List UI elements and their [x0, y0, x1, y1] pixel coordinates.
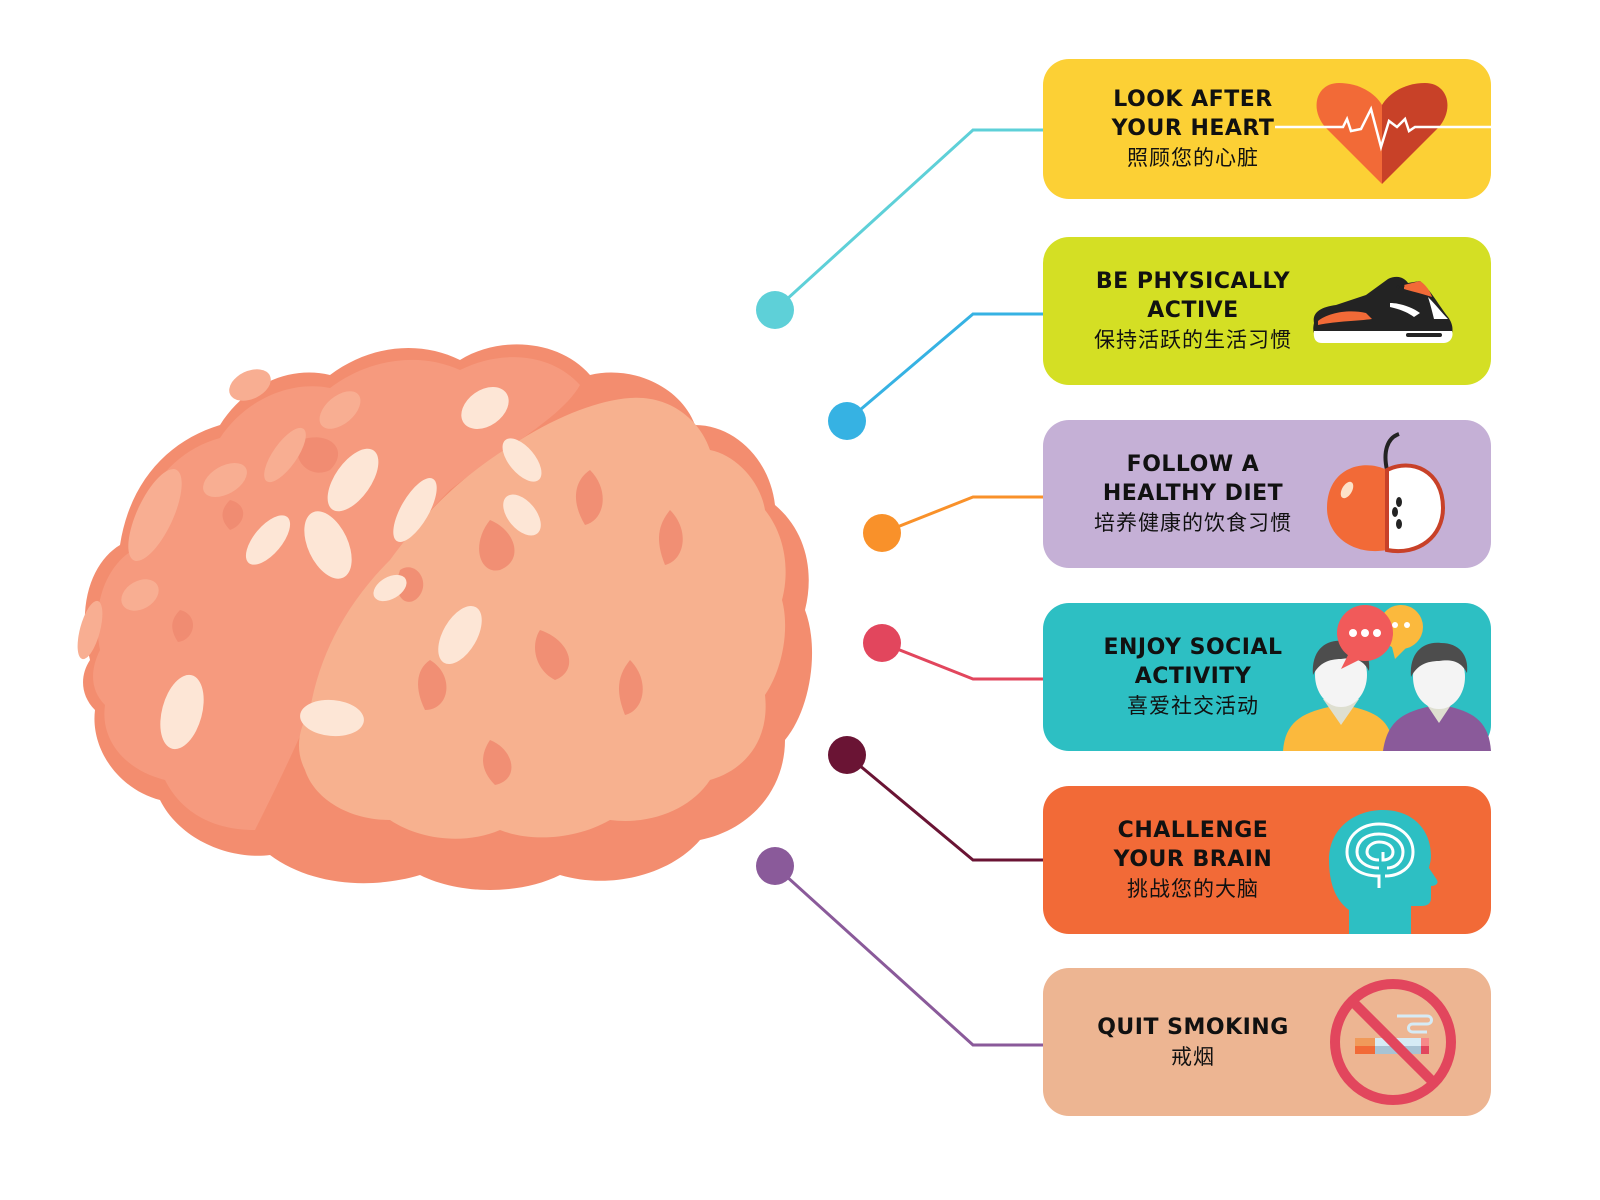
card-title-en-line1: BE PHYSICALLY [1095, 269, 1291, 294]
card-title-en-line2: ACTIVE [1147, 298, 1239, 323]
connector-active [828, 312, 1043, 440]
brain-right-hemisphere [298, 397, 786, 839]
brain-right-highlights [160, 387, 542, 750]
card-title-en-line2: YOUR HEART [1111, 116, 1275, 141]
connector-line-diet [881, 495, 1043, 535]
card-title-zh: 戒烟 [1171, 1044, 1215, 1069]
people-chat-icon [1283, 605, 1491, 751]
no-smoking-icon [1330, 979, 1456, 1105]
card-challenge-your-brain: CHALLENGE YOUR BRAIN 挑战您的大脑 [1043, 786, 1491, 934]
brain-sulci [172, 437, 683, 785]
connector-heart [756, 128, 1043, 329]
connector-brain [828, 736, 1043, 862]
connector-dot-active [828, 402, 866, 440]
card-enjoy-social-activity: ENJOY SOCIAL ACTIVITY 喜爱社交活动 [1043, 603, 1491, 751]
heart-pulse-icon [1275, 83, 1491, 184]
apple-icon [1327, 432, 1446, 554]
connector-dot-smoking [756, 847, 794, 885]
card-title-zh: 培养健康的饮食习惯 [1094, 511, 1292, 535]
card-text-brain: CHALLENGE YOUR BRAIN 挑战您的大脑 [1043, 786, 1343, 934]
card-text-smoking: QUIT SMOKING 戒烟 [1043, 968, 1343, 1116]
card-title-zh: 喜爱社交活动 [1127, 694, 1259, 718]
card-title-en-line1: QUIT SMOKING [1097, 1014, 1289, 1040]
brain-left-highlights [77, 369, 361, 660]
connector-line-active [846, 312, 1043, 423]
brain-illustration [77, 344, 813, 890]
card-title-en-line2: ACTIVITY [1134, 664, 1252, 689]
card-text-diet: FOLLOW A HEALTHY DIET 培养健康的饮食习惯 [1043, 420, 1343, 568]
connector-diet [863, 495, 1043, 552]
card-title-en-line1: FOLLOW A [1126, 452, 1260, 477]
card-title-zh: 保持活跃的生活习惯 [1094, 328, 1292, 352]
connector-social [863, 624, 1043, 681]
card-quit-smoking: QUIT SMOKING 戒烟 [1043, 968, 1491, 1116]
card-text-active: BE PHYSICALLY ACTIVE 保持活跃的生活习惯 [1043, 237, 1343, 385]
connector-line-heart [773, 128, 1043, 312]
connector-line-brain [846, 753, 1043, 862]
connector-smoking [756, 847, 1043, 1047]
card-title-zh: 挑战您的大脑 [1127, 877, 1259, 901]
connector-dot-diet [863, 514, 901, 552]
card-title-en-line1: LOOK AFTER [1113, 87, 1273, 112]
connector-line-social [881, 641, 1043, 681]
card-title-zh: 照顾您的心脏 [1127, 146, 1259, 170]
card-look-after-heart: LOOK AFTER YOUR HEART 照顾您的心脏 [1043, 59, 1491, 199]
connector-dot-heart [756, 291, 794, 329]
card-text-social: ENJOY SOCIAL ACTIVITY 喜爱社交活动 [1043, 603, 1343, 751]
card-follow-healthy-diet: FOLLOW A HEALTHY DIET 培养健康的饮食习惯 [1043, 420, 1491, 568]
card-be-physically-active: BE PHYSICALLY ACTIVE 保持活跃的生活习惯 [1043, 237, 1491, 385]
card-title-en-line2: HEALTHY DIET [1102, 481, 1284, 506]
card-title-en-line1: CHALLENGE [1117, 818, 1269, 843]
connector-line-smoking [773, 864, 1043, 1047]
card-title-en-line1: ENJOY SOCIAL [1103, 635, 1283, 660]
connector-dot-social [863, 624, 901, 662]
sneaker-icon [1313, 276, 1453, 343]
card-text-heart: LOOK AFTER YOUR HEART 照顾您的心脏 [1043, 59, 1343, 199]
connector-dot-brain [828, 736, 866, 774]
brain-maze-head-icon [1329, 810, 1438, 934]
card-title-en-line2: YOUR BRAIN [1113, 847, 1273, 872]
